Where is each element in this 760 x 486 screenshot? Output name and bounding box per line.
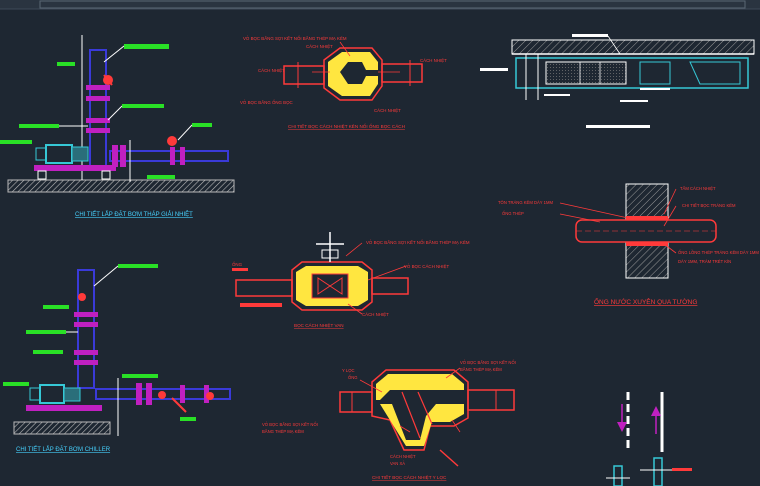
wall-callout-right-top: TẤM CÁCH NHIỆT xyxy=(680,186,716,191)
valve-icon xyxy=(316,232,344,295)
valve-callout-right: VỎ BỌC CÁCH NHIỆT xyxy=(404,264,449,269)
pump-icon xyxy=(26,384,102,411)
flow-arrow-icon xyxy=(651,406,661,434)
pump-detail-bottom-title: CHI TIẾT LẮP ĐẶT BƠM CHILLER xyxy=(16,445,111,453)
strainer-callout-left2: ỐNG xyxy=(348,375,358,380)
elbow-callout-top: VỎ BỌC BẰNG SỢI KẾT NỐI BẰNG THÉP MẠ KẼM xyxy=(243,36,347,41)
strainer-detail-title: CHI TIẾT BỌC CÁCH NHIỆT Y LỌC xyxy=(372,473,447,480)
strainer-callout-bot-mid: CÁCH NHIỆT xyxy=(390,454,416,459)
elbow-callout-left: CÁCH NHIỆT xyxy=(258,68,285,73)
valve-icon xyxy=(103,74,113,86)
valve-callout-left: ỐNG xyxy=(232,262,243,267)
strainer-detail: VỎ BỌC BẰNG SỢI KẾT NỐI BẰNG THÉP MẠ KẼM… xyxy=(262,360,516,480)
duct-section xyxy=(480,34,755,128)
strainer-callout-bot-mid2: VAN XẢ xyxy=(390,461,405,466)
flow-detail xyxy=(606,392,692,486)
elbow-callout-bottom-right: CÁCH NHIỆT xyxy=(374,108,401,113)
valve-icon xyxy=(158,391,214,400)
elbow-callout-bottom-left: VỎ BỌC BẰNG ỐNG BỌC xyxy=(240,100,293,105)
elbow-detail-title: CHI TIẾT BỌC CÁCH NHIỆT KÊN NỐI ỐNG BỌC … xyxy=(288,122,405,129)
wall-callout-right-bot: ỐNG LỒNG THÉP TRÁNG KẼM DÀY 1MM xyxy=(678,250,759,255)
wall-callout-right-mid: CHI TIẾT BỌC TRÁNG KẼM xyxy=(682,203,736,208)
valve-callout-bottom: CÁCH NHIỆT xyxy=(362,312,389,317)
wall-callout-right-bot2: DÀY 1MM, TRÁM TRÉT KÍN xyxy=(678,259,731,264)
flow-arrow-icon xyxy=(617,404,627,432)
pump-detail-top-title: CHI TIẾT LẮP ĐẶT BƠM THÁP GIẢI NHIỆT xyxy=(75,210,193,218)
valve-icon xyxy=(167,136,177,146)
strainer-callout-left: Y LỌC xyxy=(342,368,355,373)
wall-callout-left: ỐNG THÉP xyxy=(502,211,524,216)
valve-callout-top: VỎ BỌC BẰNG SỢI KẾT NỐI BẰNG THÉP MẠ KẼM xyxy=(366,240,470,245)
elbow-callout-mid: CÁCH NHIỆT xyxy=(306,44,333,49)
valve-detail-title: BỌC CÁCH NHIỆT VAN xyxy=(294,321,344,328)
wall-detail-title: ỐNG NƯỚC XUYÊN QUA TƯỜNG xyxy=(594,296,697,306)
valve-detail: VỎ BỌC BẰNG SỢI KẾT NỐI BẰNG THÉP MẠ KẼM… xyxy=(232,232,470,328)
elbow-callout-right: CÁCH NHIỆT xyxy=(420,58,447,63)
strainer-callout-bot-left: VỎ BỌC BẰNG SỢI KẾT NỐI xyxy=(262,422,318,427)
elbow-detail: VỎ BỌC BẰNG SỢI KẾT NỐI BẰNG THÉP MẠ KẼM… xyxy=(240,36,447,129)
wall-detail: TÔN TRÁNG KẼM DÀY 1MM ỐNG THÉP TẤM CÁCH … xyxy=(498,183,759,306)
pump-icon xyxy=(34,144,116,180)
strainer-callout-bot-left2: BẰNG THÉP MẠ KẼM xyxy=(262,429,304,434)
strainer-callout-top: VỎ BỌC BẰNG SỢI KẾT NỐI xyxy=(460,360,516,365)
pump-detail-bottom: CHI TIẾT LẮP ĐẶT BƠM CHILLER xyxy=(3,264,231,453)
valve-icon xyxy=(78,293,86,301)
pump-detail-top: CHI TIẾT LẮP ĐẶT BƠM THÁP GIẢI NHIỆT xyxy=(0,35,235,218)
strainer-callout-top2: BẰNG THÉP MẠ KẼM xyxy=(460,367,502,372)
wall-callout-left-top: TÔN TRÁNG KẼM DÀY 1MM xyxy=(498,200,553,205)
